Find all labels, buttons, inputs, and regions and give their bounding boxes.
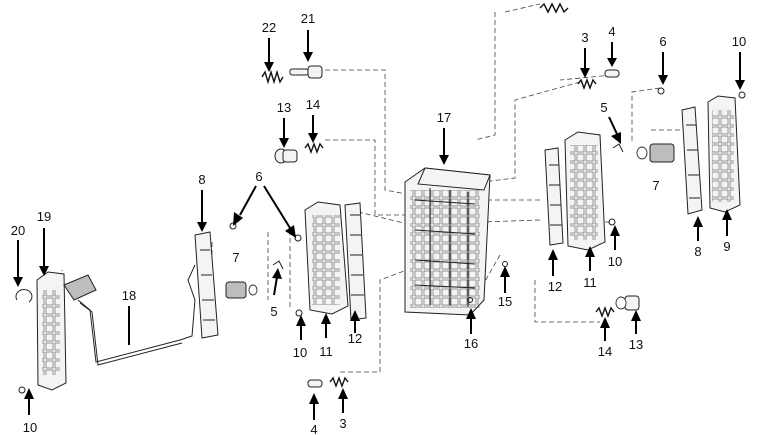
plug-13-lower bbox=[615, 295, 640, 311]
callout-3-lower: 3 bbox=[339, 416, 346, 431]
callout-21: 21 bbox=[301, 11, 315, 26]
right-valve-plate bbox=[564, 131, 606, 251]
callout-labels: 22 21 13 14 17 3 4 6 10 5 7 8 6 7 5 10 1… bbox=[11, 11, 746, 435]
spring-3-upper bbox=[577, 78, 597, 90]
callout-6-left: 6 bbox=[255, 169, 262, 184]
callout-8-left: 8 bbox=[198, 172, 205, 187]
callout-14-upper: 14 bbox=[306, 97, 320, 112]
callout-8-right: 8 bbox=[694, 244, 701, 259]
main-valve-body bbox=[404, 167, 491, 316]
callout-7-right: 7 bbox=[652, 178, 659, 193]
pin-4-upper bbox=[604, 69, 620, 78]
callout-4-lower: 4 bbox=[310, 422, 317, 435]
callout-12-left: 12 bbox=[348, 331, 362, 346]
pin-4-lower bbox=[307, 379, 323, 388]
callout-16: 16 bbox=[464, 336, 478, 351]
plug-21 bbox=[289, 65, 323, 79]
callout-12-right: 12 bbox=[548, 279, 562, 294]
fasteners bbox=[18, 87, 746, 394]
gasket-8-right bbox=[681, 106, 703, 215]
left-valve-plate bbox=[304, 201, 349, 315]
callout-17: 17 bbox=[437, 110, 451, 125]
callout-11-right: 11 bbox=[583, 275, 597, 290]
solenoid-right bbox=[636, 143, 675, 163]
callout-4-upper: 4 bbox=[608, 24, 615, 39]
callout-10-mid-left: 10 bbox=[293, 345, 307, 360]
callout-19: 19 bbox=[37, 209, 51, 224]
callout-3-upper: 3 bbox=[581, 30, 588, 45]
callout-14-lower: 14 bbox=[598, 344, 612, 359]
gasket-8-left bbox=[194, 231, 219, 339]
solenoid-left bbox=[225, 281, 258, 299]
callout-22: 22 bbox=[262, 20, 276, 35]
callout-5-right: 5 bbox=[600, 100, 607, 115]
spring-14-upper bbox=[304, 142, 324, 154]
callout-13-upper: 13 bbox=[277, 100, 291, 115]
callout-18: 18 bbox=[122, 288, 136, 303]
callout-15: 15 bbox=[498, 294, 512, 309]
callout-5-left: 5 bbox=[270, 304, 277, 319]
callout-7-left: 7 bbox=[232, 250, 239, 265]
callout-9: 9 bbox=[723, 239, 730, 254]
side-cover-9 bbox=[707, 95, 741, 213]
right-gasket bbox=[544, 147, 564, 246]
spring-22 bbox=[261, 69, 284, 85]
callout-10-mid-right: 10 bbox=[608, 254, 622, 269]
callout-10-bottom-left: 10 bbox=[23, 420, 37, 435]
callout-10-top-right: 10 bbox=[732, 34, 746, 49]
callout-6-right: 6 bbox=[659, 34, 666, 49]
spring-14-lower bbox=[595, 306, 615, 318]
callout-13-lower: 13 bbox=[629, 337, 643, 352]
retaining-clip-20 bbox=[15, 289, 33, 303]
callout-arrows bbox=[13, 30, 745, 420]
plug-13-upper bbox=[274, 148, 298, 164]
left-gasket bbox=[344, 202, 367, 321]
wiring-harness-18 bbox=[63, 264, 196, 366]
callout-11-left: 11 bbox=[319, 344, 333, 359]
side-cover-19 bbox=[36, 271, 67, 391]
spring-3-lower bbox=[329, 376, 349, 388]
callout-20: 20 bbox=[11, 223, 25, 238]
spring-top bbox=[539, 2, 569, 14]
